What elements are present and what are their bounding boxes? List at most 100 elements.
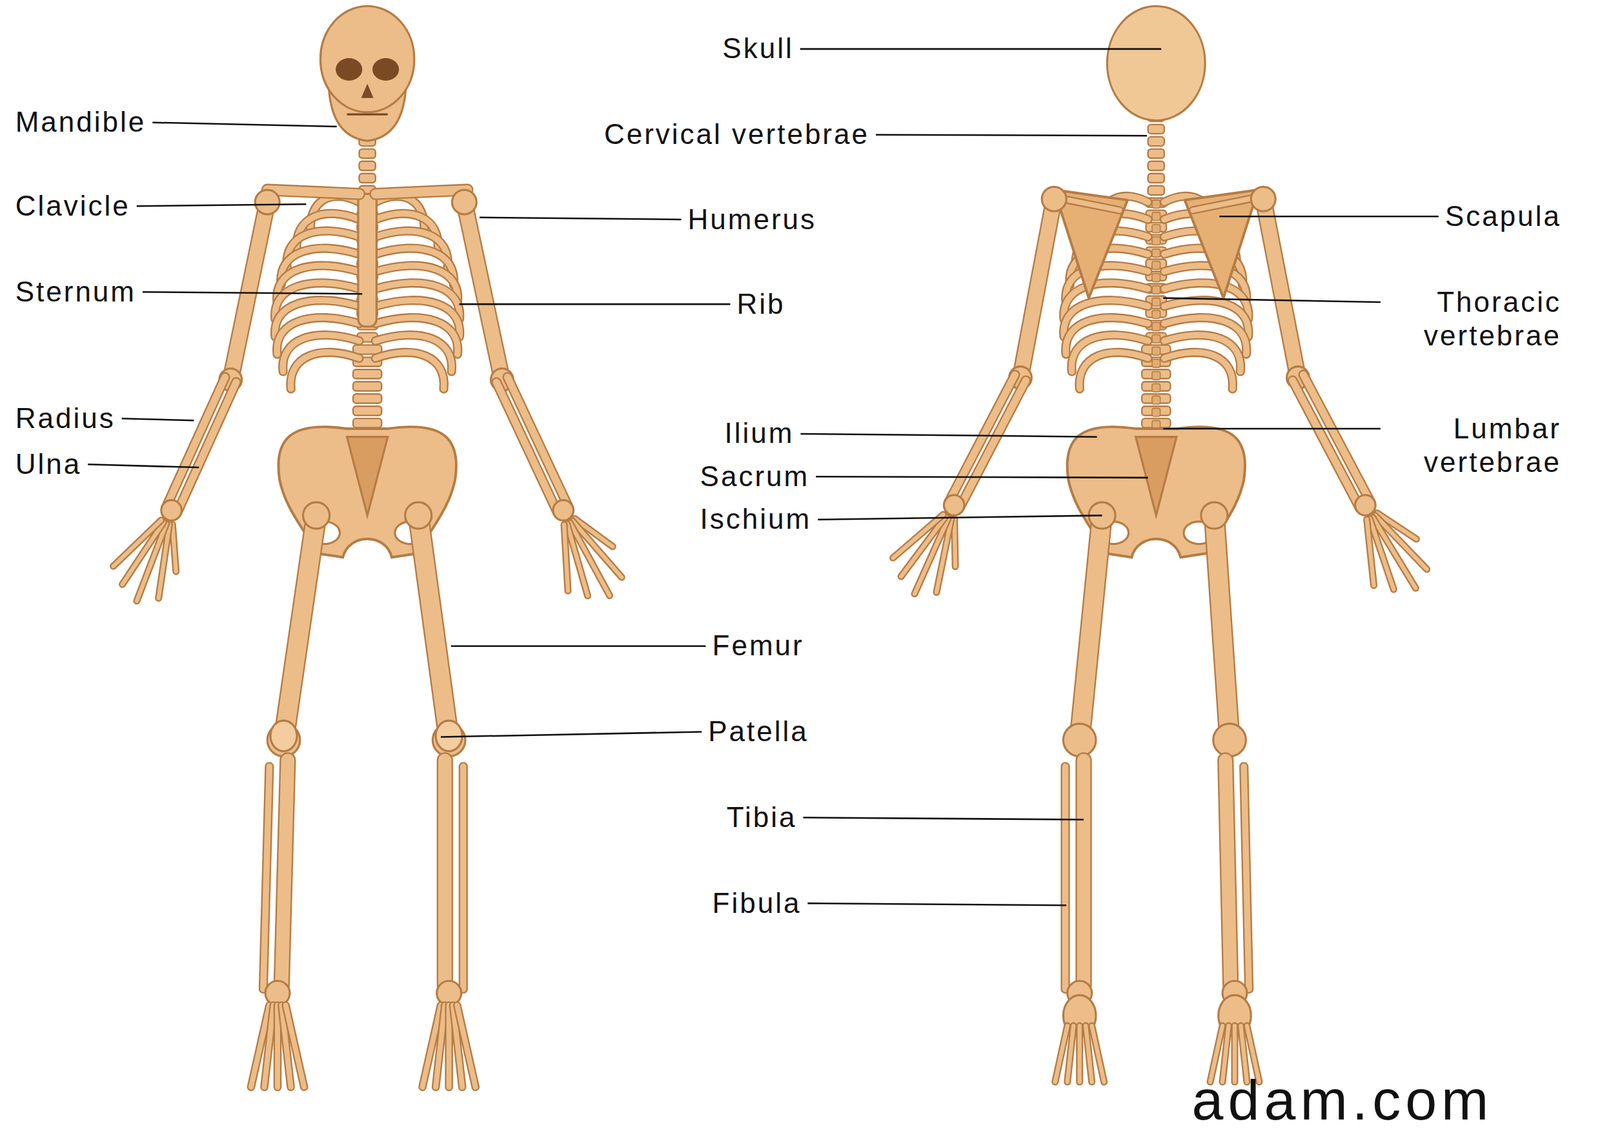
spinous-process	[1152, 285, 1161, 295]
vertebra	[1148, 185, 1165, 195]
bone	[460, 766, 466, 989]
rib-outline	[375, 352, 445, 390]
bone-outline	[165, 376, 226, 508]
bone-label: Thoracic vertebrae	[1387, 285, 1562, 354]
bone-outline	[176, 382, 237, 513]
leader-line	[802, 817, 1084, 820]
bone	[435, 1004, 445, 1087]
bone-label: Tibia	[726, 800, 798, 835]
bone	[375, 189, 468, 194]
sacrum	[1135, 436, 1177, 516]
bone-outline	[1020, 198, 1054, 378]
cranium	[320, 5, 414, 112]
spinous-process	[1152, 407, 1161, 417]
bone	[1214, 515, 1230, 740]
eye-socket	[335, 58, 363, 81]
joint	[161, 500, 183, 521]
bone-label: Rib	[736, 287, 785, 322]
bone	[1020, 198, 1054, 378]
bone-outline	[283, 515, 317, 740]
bone-label: Sacrum	[700, 459, 811, 494]
bone	[893, 514, 944, 558]
spinous-process	[1152, 310, 1161, 319]
bone-outline	[263, 1004, 274, 1087]
leader-line	[136, 203, 307, 206]
bone	[959, 380, 1027, 508]
bone	[1263, 198, 1298, 378]
eye-socket	[372, 58, 399, 81]
rib-outline	[1164, 352, 1233, 390]
watermark: adam.com	[1192, 1065, 1494, 1135]
vertebra	[1148, 136, 1165, 146]
spinous-process	[1152, 212, 1161, 221]
bone-label: Humerus	[688, 202, 818, 237]
spinous-process	[1152, 322, 1161, 332]
vertebra	[359, 173, 376, 183]
leader-line	[1163, 427, 1381, 430]
bone-outline	[1214, 515, 1230, 740]
bone-label: Sternum	[15, 274, 137, 310]
rib	[1164, 352, 1233, 390]
bone	[1092, 1025, 1105, 1082]
teeth	[347, 112, 388, 115]
bone-outline	[507, 376, 569, 508]
bone-label: Cervical vertebrae	[604, 117, 870, 152]
bone-outline	[1263, 198, 1298, 378]
bone-outline	[375, 189, 468, 194]
bone	[172, 524, 176, 572]
bone	[954, 519, 956, 567]
vertebra	[353, 369, 382, 379]
nasal-cavity	[361, 83, 374, 99]
bone	[564, 524, 568, 592]
bone-outline	[496, 382, 558, 513]
bone	[1077, 1025, 1082, 1082]
spinous-process	[1152, 273, 1161, 283]
bone	[438, 760, 452, 985]
bone	[1057, 198, 1120, 211]
bone	[1292, 380, 1360, 508]
spinous-process	[1152, 347, 1161, 356]
bone	[1077, 760, 1091, 985]
bone	[1303, 374, 1371, 503]
spinous-process	[1152, 298, 1161, 307]
sternum	[358, 193, 377, 327]
bone	[283, 515, 317, 740]
leader-line	[152, 122, 337, 127]
bone	[496, 382, 558, 513]
bone	[1225, 760, 1231, 985]
bone	[456, 1004, 476, 1087]
leader-line	[800, 48, 1162, 51]
joint	[254, 189, 280, 215]
leader-line	[875, 134, 1147, 137]
leader-line	[1163, 298, 1381, 303]
bone	[1062, 766, 1069, 989]
spinous-process	[1152, 334, 1161, 344]
bone-outline	[281, 760, 288, 985]
joint	[1041, 186, 1067, 212]
bone-outline	[954, 519, 956, 567]
bone-outline	[948, 374, 1016, 503]
bone-outline	[1292, 380, 1360, 508]
bone-outline	[1243, 766, 1249, 989]
leader-line	[817, 515, 1102, 519]
bone-label: Ischium	[700, 502, 812, 537]
rib-outline	[290, 352, 359, 390]
bone	[1367, 519, 1375, 586]
bone-outline	[1367, 519, 1375, 586]
bone	[948, 374, 1016, 503]
bone	[263, 766, 270, 989]
bone-outline	[893, 514, 944, 558]
bone-outline	[1079, 515, 1103, 740]
bone-outline	[464, 202, 502, 380]
bone-outline	[285, 1004, 304, 1087]
spinous-process	[1152, 249, 1161, 258]
leader-line	[121, 418, 195, 421]
bone-outline	[458, 766, 468, 989]
cranium	[1106, 5, 1206, 121]
bone	[263, 1004, 274, 1087]
rib	[290, 352, 359, 390]
skeleton-figure	[113, 5, 623, 1087]
spinous-process	[1152, 371, 1161, 380]
bone	[230, 202, 268, 380]
